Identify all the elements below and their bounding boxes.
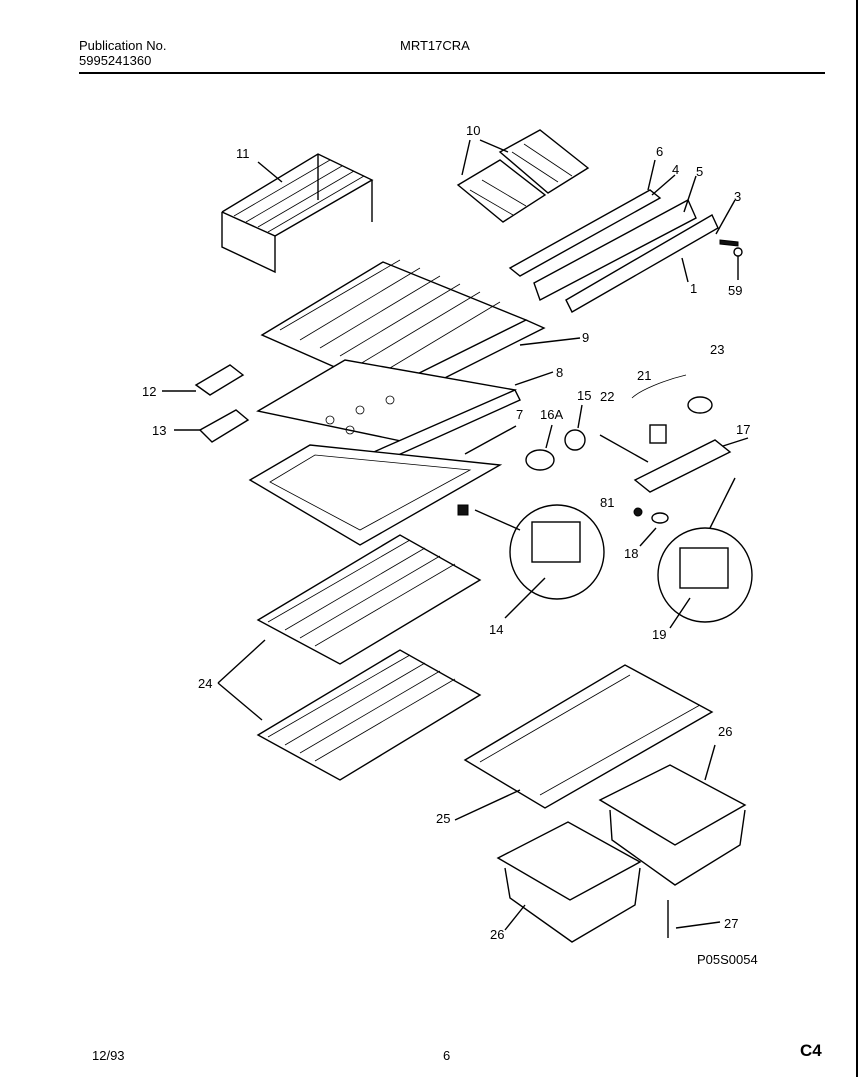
callout-8: 8 [556,365,563,380]
callout-27: 27 [724,916,738,931]
callout-25: 25 [436,811,450,826]
callout-59: 59 [728,283,742,298]
footer-section: C4 [800,1041,822,1060]
callout-9: 9 [582,330,589,345]
callout-16a: 16A [540,407,563,422]
page-border [856,0,858,1077]
callout-3: 3 [734,189,741,204]
callout-14: 14 [489,622,503,637]
part-screw [667,900,721,938]
callout-19: 19 [652,627,666,642]
footer-date: 12/93 [92,1048,125,1063]
model-number: MRT17CRA [400,38,470,53]
part-wire-rack [221,153,374,274]
publication-label: Publication No. [79,38,167,53]
callout-21: 21 [637,368,651,383]
part-crisper-drawers [496,744,747,943]
part-door-bins [162,364,250,443]
part-panel [248,425,517,546]
callout-17: 17 [736,422,750,437]
callout-1: 1 [690,281,697,296]
callout-7: 7 [516,407,523,422]
callout-12: 12 [142,384,156,399]
callout-13: 13 [152,423,166,438]
callout-10: 10 [466,123,480,138]
callout-15: 15 [577,388,591,403]
callout-22: 22 [600,389,614,404]
callout-labels: 11 10 6 4 5 3 1 59 9 8 12 13 7 16A 15 22… [142,123,750,942]
part-crisper-cover [454,664,714,821]
callout-18: 18 [624,546,638,561]
publication-number: 5995241360 [79,53,152,68]
callout-6: 6 [656,144,663,159]
header-rule [79,72,825,74]
callout-11: 11 [236,146,250,161]
callout-4: 4 [672,162,679,177]
part-rails [508,159,743,313]
footer-page-number: 6 [443,1048,451,1063]
part-glass-shelves [217,534,482,781]
callout-5: 5 [696,164,703,179]
callout-23: 23 [710,342,724,357]
part-detail-circles [457,477,753,629]
callout-26-left: 26 [490,927,504,942]
callout-81: 81 [600,495,614,510]
part-light-assembly [525,374,749,547]
callout-24: 24 [198,676,212,691]
callout-26-right: 26 [718,724,732,739]
diagram-code: P05S0054 [697,952,758,967]
part-frame [256,359,554,471]
part-ice-trays [456,129,590,223]
